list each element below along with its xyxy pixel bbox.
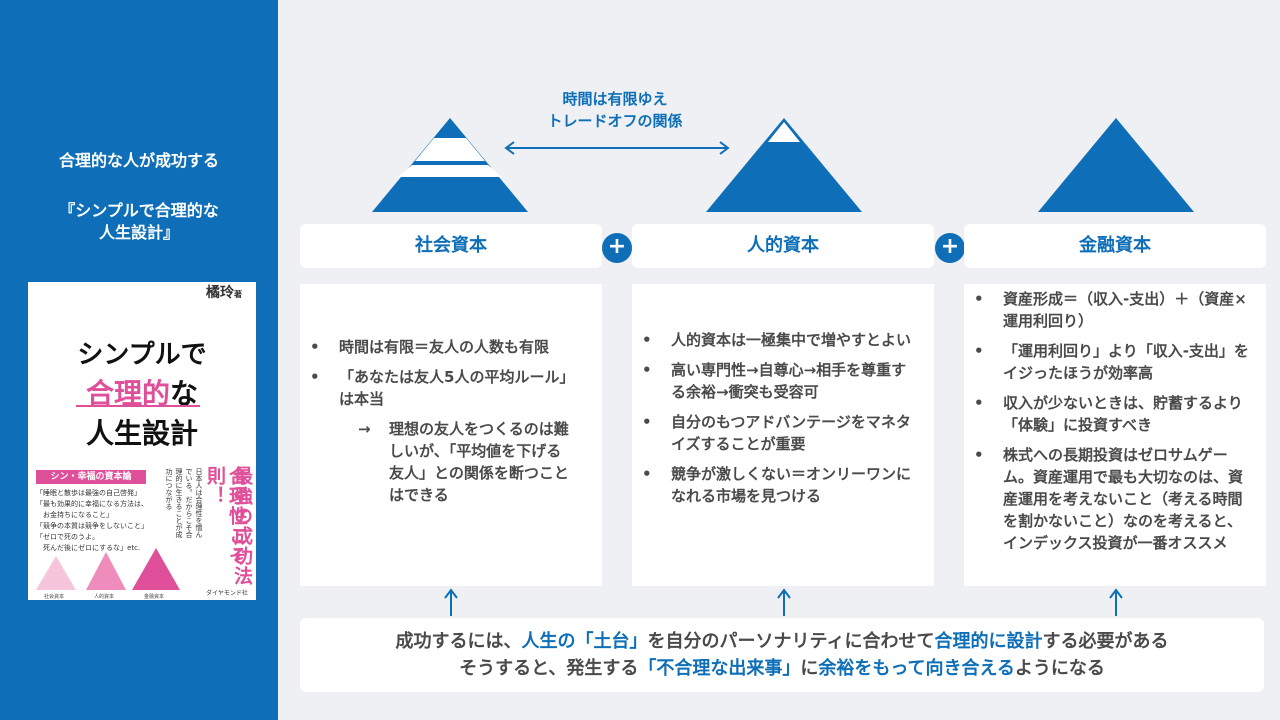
book-title-line2: 合理的な bbox=[85, 377, 199, 410]
book-pyramids bbox=[36, 548, 180, 590]
header-human-capital: 人的資本 bbox=[632, 224, 934, 268]
book-series-label: シン・幸福の資本論 bbox=[36, 470, 146, 484]
header-social-capital: 社会資本 bbox=[300, 224, 602, 268]
list-item-sub: 理想の友人をつくるのは難しいが、「平均値を下げる友人」との関係を断つことはできる bbox=[300, 418, 572, 506]
book-author: 橘玲著 bbox=[206, 285, 242, 301]
up-arrow-icon bbox=[777, 588, 791, 616]
financial-capital-triangle-icon bbox=[1038, 118, 1194, 212]
book-pyr-label-1: 社会資本 bbox=[44, 594, 65, 600]
book-title-underline bbox=[76, 405, 200, 407]
list-item: 収入が少ないときは、貯蓄するより「体験」に投資すべき bbox=[964, 392, 1254, 436]
list-item: 「あなたは友人5人の平均ルール」は本当 bbox=[300, 366, 572, 410]
list-item: 「運用利回り」より「収入-支出」をイジったほうが効率高 bbox=[964, 340, 1254, 384]
list-item: 競争が激しくない＝オンリーワンになれる市場を見つける bbox=[632, 463, 918, 507]
list-item: 時間は有限＝友人の人数も有限 bbox=[300, 336, 572, 358]
card-financial-capital: 資産形成＝（収入-支出）＋（資産×運用利回り） 「運用利回り」より「収入-支出」… bbox=[964, 284, 1266, 586]
social-capital-triangle-icon bbox=[372, 118, 528, 212]
conclusion-line1: 成功するには、人生の「土台」を自分のパーソナリティに合わせて合理的に設計する必要… bbox=[395, 631, 1169, 652]
card-social-capital: 時間は有限＝友人の人数も有限 「あなたは友人5人の平均ルール」は本当 理想の友人… bbox=[300, 284, 602, 586]
list-item: 自分のもつアドバンテージをマネタイズすることが重要 bbox=[632, 411, 918, 455]
conclusion-line2: そうすると、発生する「不合理な出来事」に余裕をもって向き合えるようになる bbox=[459, 658, 1105, 679]
header-financial-capital: 金融資本 bbox=[964, 224, 1266, 268]
book-quotes: 「睡眠と散歩は最強の自己啓発」 「最も効果的に幸福になる方法は、 お金持ちになる… bbox=[36, 489, 148, 552]
book-publisher: ダイヤモンド社 bbox=[206, 590, 248, 597]
list-item: 人的資本は一極集中で増やすとよい bbox=[632, 329, 918, 351]
conclusion-box: 成功するには、人生の「土台」を自分のパーソナリティに合わせて合理的に設計する必要… bbox=[300, 618, 1264, 692]
sidebar-title-line1: 合理的な人が成功する bbox=[58, 151, 219, 170]
book-cover: 橘玲著 シンプルで 合理的な 人生設計 シン・幸福の資本論 「睡眠と散歩は最強の… bbox=[28, 282, 256, 600]
list-item: 株式への長期投資はゼロサムゲーム。資産運用で最も大切なのは、資産運用を考えないこ… bbox=[964, 444, 1254, 554]
book-pyr-label-3: 金融資本 bbox=[144, 594, 165, 600]
up-arrow-icon bbox=[444, 588, 458, 616]
up-arrow-icon bbox=[1109, 588, 1123, 616]
sidebar-title-line2: 『シンプルで合理的な bbox=[59, 201, 219, 220]
tradeoff-note: 時間は有限ゆえ トレードオフの関係 bbox=[505, 88, 725, 132]
plus-icon: + bbox=[602, 233, 632, 263]
bullet-list: 資産形成＝（収入-支出）＋（資産×運用利回り） 「運用利回り」より「収入-支出」… bbox=[964, 288, 1254, 554]
bullet-list: 人的資本は一極集中で増やすとよい 高い専門性→自尊心→相手を尊重する余裕→衝突も… bbox=[632, 329, 918, 507]
list-item: 高い専門性→自尊心→相手を尊重する余裕→衝突も受容可 bbox=[632, 359, 918, 403]
tradeoff-note-line1: 時間は有限ゆえ bbox=[562, 90, 668, 108]
tradeoff-note-line2: トレードオフの関係 bbox=[547, 112, 683, 130]
list-item: 資産形成＝（収入-支出）＋（資産×運用利回り） bbox=[964, 288, 1254, 332]
bullet-list: 時間は有限＝友人の人数も有限 「あなたは友人5人の平均ルール」は本当 理想の友人… bbox=[300, 336, 572, 506]
book-vertical-2: 最強の成功法則！ bbox=[204, 466, 253, 586]
book-title-line3: 人生設計 bbox=[85, 417, 198, 450]
card-human-capital: 人的資本は一極集中で増やすとよい 高い専門性→自尊心→相手を尊重する余裕→衝突も… bbox=[632, 284, 934, 586]
human-capital-triangle-icon bbox=[706, 118, 862, 212]
book-pyr-label-2: 人的資本 bbox=[94, 594, 115, 600]
plus-icon: + bbox=[935, 233, 965, 263]
book-side-text: 日本人は合理性を憎んでいる。だからこそ合理的に生きることが成功につながる bbox=[165, 468, 203, 538]
sidebar: 合理的な人が成功する 『シンプルで合理的な 人生設計』 橘玲著 シンプルで 合理… bbox=[0, 0, 278, 720]
double-arrow-icon bbox=[504, 141, 730, 155]
book-vertical-1: 合理性こそ bbox=[226, 466, 248, 566]
book-title-line1: シンプルで bbox=[77, 340, 207, 370]
sidebar-title-line3: 人生設計』 bbox=[98, 223, 179, 242]
